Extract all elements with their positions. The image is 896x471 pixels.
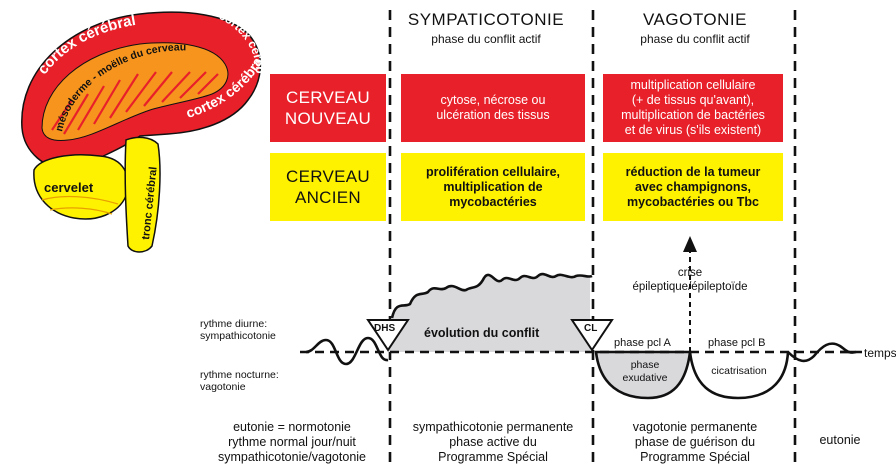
crisis-arrow: [683, 236, 697, 252]
exsudative-label-2: exudative: [623, 372, 668, 384]
conflict-evolution-label: évolution du conflit: [424, 326, 540, 340]
cell-nouveau-vago: multiplication cellulaire(+ de tissus qu…: [603, 74, 783, 142]
cervelet-folds: [41, 195, 119, 215]
tronc-shape: [124, 136, 161, 253]
rythme-diurne-label: rythme diurne:sympathicotonie: [200, 318, 276, 342]
dhs-label: DHS: [374, 323, 395, 334]
normal-rhythm-left: [305, 336, 389, 366]
phase-a-label: phase pcl A: [614, 337, 672, 349]
time-axis-label: temps: [864, 346, 896, 360]
rythme-nocturne-label: rythme nocturne:vagotonie: [200, 369, 279, 393]
dhs-marker: [366, 319, 410, 352]
vago-subtitle: phase du conflit actif: [640, 32, 750, 46]
epileptique-label: épileptique/épileptoïde: [632, 281, 747, 293]
mesoderme-band: [41, 42, 229, 141]
sympathicotonie-curve: [390, 272, 593, 319]
phase-b-bowl: [688, 351, 790, 400]
cervelet-label: cervelet: [44, 180, 94, 195]
cell-ancien-symp: prolifération cellulaire,multiplication …: [401, 153, 585, 221]
brain-illustration: cortex cérébral cortex cérébral cortex c…: [0, 0, 267, 253]
phase-a-bowl: [594, 350, 692, 400]
cicatrisation-label: cicatrisation: [711, 365, 767, 377]
mesoderme-hatching: [51, 71, 219, 135]
cl-marker: [570, 319, 614, 352]
phase-dividers: [388, 10, 797, 466]
phase-b-label: phase pcl B: [708, 337, 765, 349]
crise-label: crise: [678, 267, 702, 279]
cl-label: CL: [584, 323, 597, 334]
symp-title: SYMPATICOTONIE: [407, 10, 565, 29]
conflict-evolution-area: [388, 274, 590, 352]
exsudative-label-1: phase: [631, 359, 660, 371]
bottom-eutonie: eutonie: [819, 433, 861, 447]
vago-title: VAGOTONIE: [642, 10, 747, 29]
symp-subtitle: phase du conflit actif: [431, 32, 541, 46]
